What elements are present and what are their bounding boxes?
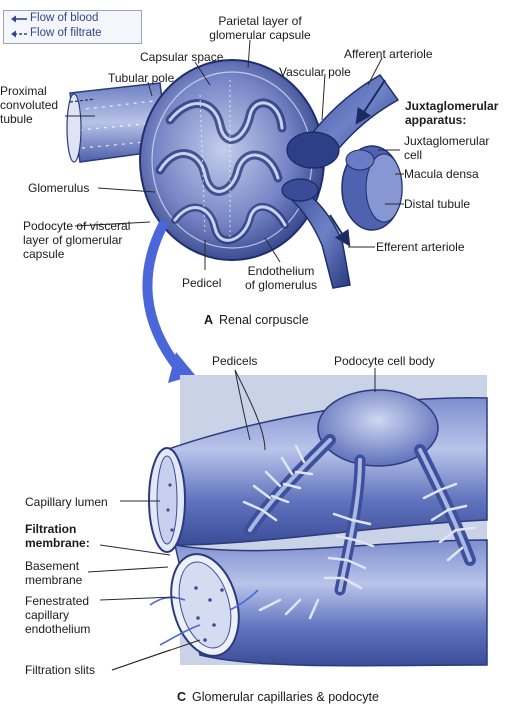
label-endothelium-line2: of glomerulus [244, 278, 318, 292]
label-fenestrated-line3: endothelium [25, 622, 91, 636]
caption-panel-a: A Renal corpuscle [204, 313, 309, 327]
caption-a-text: Renal corpuscle [219, 313, 309, 327]
caption-c-text: Glomerular capillaries & podocyte [192, 690, 379, 704]
label-podocyte-cell-body: Podocyte cell body [334, 354, 435, 368]
label-vascular-pole: Vascular pole [279, 65, 351, 79]
leader-lines [65, 39, 404, 671]
label-endothelium-line1: Endothelium [247, 264, 315, 278]
label-pedicels: Pedicels [212, 354, 258, 368]
label-filtration-line1: Filtration [25, 522, 77, 536]
legend-blood-label: Flow of blood [30, 12, 99, 24]
blood-flow-arrow-icon [11, 15, 27, 23]
label-podocyte-line1: Podocyte of visceral [23, 219, 131, 233]
label-jg-cell: Juxtaglomerular cell [404, 134, 489, 162]
caption-a-letter: A [204, 313, 214, 327]
label-tubular-pole: Tubular pole [108, 71, 175, 85]
label-basement-line1: Basement [25, 559, 80, 573]
caption-c-letter: C [177, 690, 187, 704]
label-filtration-line2: membrane: [25, 536, 90, 550]
label-capillary-lumen: Capillary lumen [25, 495, 108, 509]
caption-panel-c: C Glomerular capillaries & podocyte [177, 690, 379, 704]
label-jga-heading: Juxtaglomerular apparatus: [405, 99, 498, 127]
label-basement-line2: membrane [25, 573, 83, 587]
renal-corpuscle-drawing [66, 59, 403, 289]
filtrate-flow-arrow-icon [11, 30, 27, 38]
legend-filtrate-label: Flow of filtrate [30, 27, 102, 39]
label-distal-tubule: Distal tubule [404, 197, 471, 211]
label-podocyte-line3: capsule [23, 247, 65, 261]
label-endothelium: Endothelium of glomerulus [236, 264, 326, 292]
label-filtration-slits: Filtration slits [25, 663, 96, 677]
label-afferent-arteriole: Afferent arteriole [344, 47, 433, 61]
label-macula-densa: Macula densa [404, 167, 479, 181]
label-glomerulus: Glomerulus [28, 181, 90, 195]
label-podocyte-line2: layer of glomerular [23, 233, 123, 247]
label-fenestrated-endothelium: Fenestrated capillary endothelium [25, 594, 90, 636]
flow-legend: Flow of blood Flow of filtrate [3, 10, 142, 44]
label-jg-cell-line2: cell [404, 148, 423, 162]
panel-link-arrow [142, 220, 185, 375]
capillary-podocyte-drawing [148, 375, 488, 667]
label-parietal-line2: glomerular capsule [209, 28, 311, 42]
label-fenestrated-line1: Fenestrated [25, 594, 90, 608]
label-proximal-line1: Proximal [0, 84, 47, 98]
label-proximal-tubule: Proximal convoluted tubule [0, 84, 58, 126]
label-proximal-line2: convoluted [0, 98, 59, 112]
label-fenestrated-line2: capillary [25, 608, 70, 622]
label-pedicel: Pedicel [182, 276, 222, 290]
label-podocyte-visceral: Podocyte of visceral layer of glomerular… [23, 219, 130, 261]
label-jga-line1: Juxtaglomerular [405, 99, 499, 113]
label-capsular-space: Capsular space [140, 50, 224, 64]
label-filtration-membrane: Filtration membrane: [25, 522, 90, 550]
label-basement-membrane: Basement membrane [25, 559, 82, 587]
label-efferent-arteriole: Efferent arteriole [376, 240, 465, 254]
label-jga-line2: apparatus: [405, 113, 467, 127]
label-proximal-line3: tubule [0, 112, 33, 126]
label-jg-cell-line1: Juxtaglomerular [404, 134, 490, 148]
label-parietal-layer: Parietal layer of glomerular capsule [206, 14, 314, 42]
label-parietal-line1: Parietal layer of [218, 14, 302, 28]
